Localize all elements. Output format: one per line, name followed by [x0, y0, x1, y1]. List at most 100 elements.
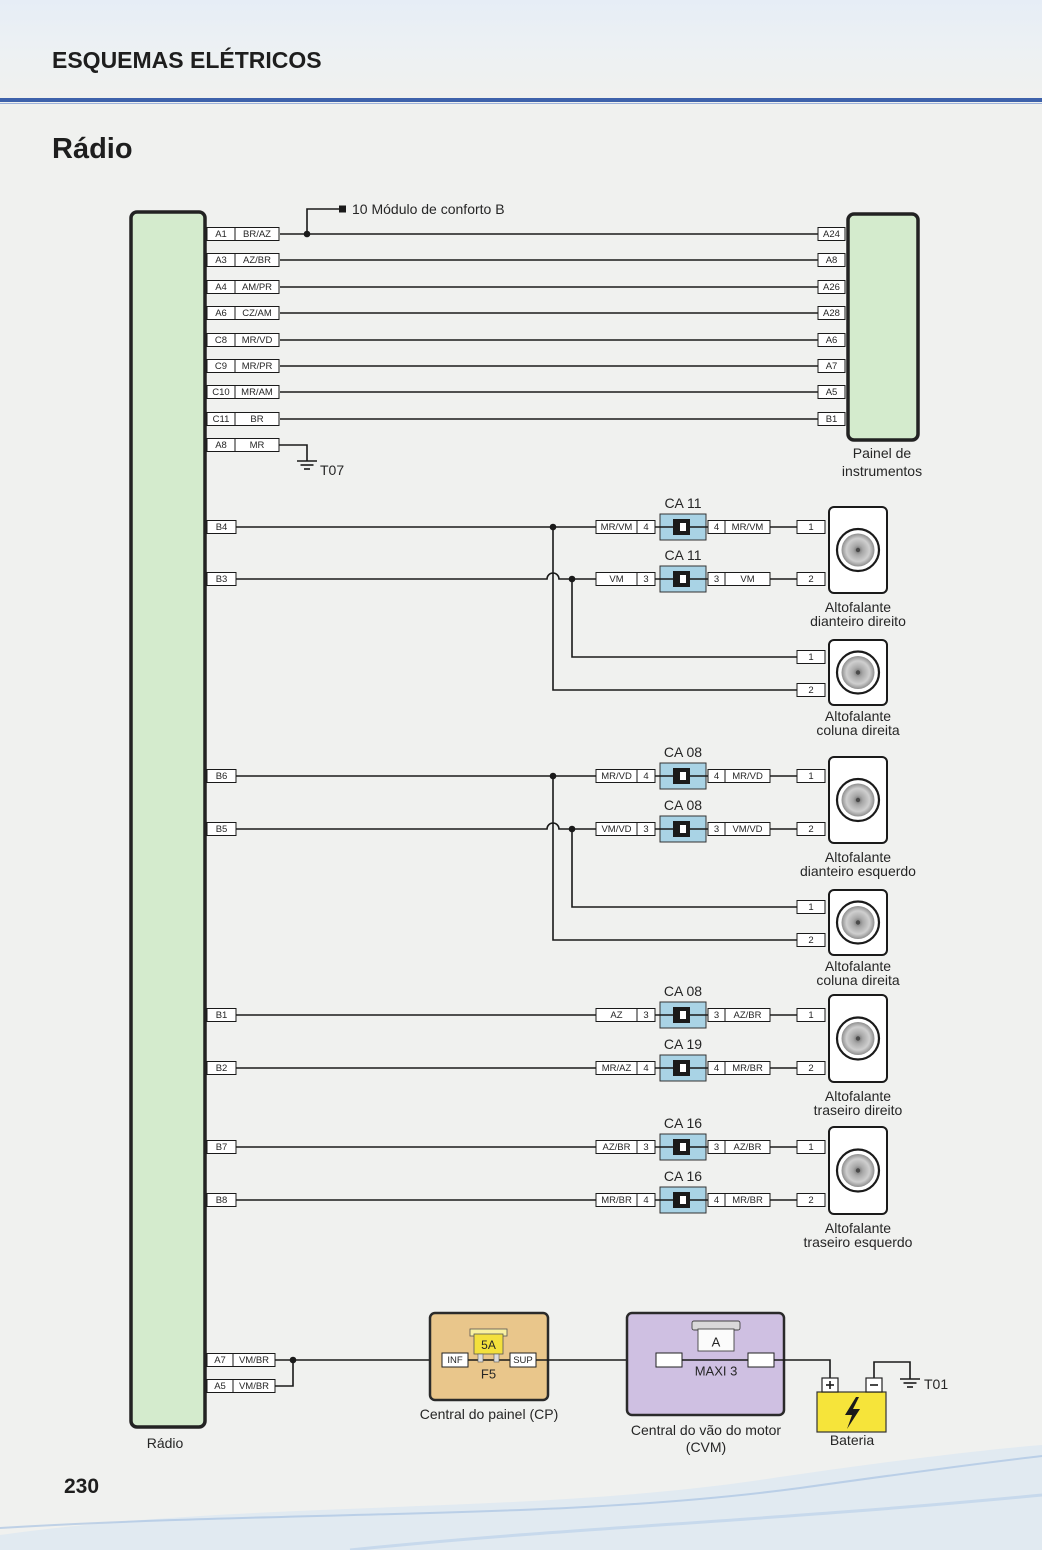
speaker-icon [828, 639, 888, 706]
terminal-number-box [636, 1140, 656, 1154]
speaker-pin-label: 1 [808, 522, 813, 533]
wire-color-label: VM/BR [239, 1381, 269, 1392]
panel-pin-label-box [817, 359, 846, 373]
radio-pin-label: B6 [216, 771, 228, 782]
connector-label: CA 08 [664, 797, 702, 813]
terminal-inf-box [441, 1352, 469, 1368]
wire [275, 1360, 294, 1387]
connector-label: CA 08 [664, 744, 702, 760]
radio-pin-label: A6 [215, 308, 227, 319]
wire-color-label-box [724, 769, 771, 783]
speaker-label-line1: Altofalante [825, 708, 891, 724]
speaker-center [855, 1036, 861, 1041]
branch-wire [552, 776, 797, 941]
terminal-number-box [636, 769, 656, 783]
wire-color-label: VM/BR [239, 1355, 269, 1366]
speaker-label-line2: coluna direita [816, 972, 899, 988]
wire-color-label: AZ [610, 1010, 622, 1021]
speaker-label-line1: Altofalante [825, 958, 891, 974]
terminal-number: 3 [714, 1142, 719, 1153]
connector-pin-slot [680, 1064, 686, 1072]
panel-pin-label: A6 [826, 335, 838, 346]
connector-label: CA 16 [664, 1168, 702, 1184]
speaker-icon [828, 994, 888, 1083]
wire-color-label: BR/AZ [243, 229, 271, 240]
radio-pin-label: B4 [216, 522, 228, 533]
speaker-label-line1: Altofalante [825, 849, 891, 865]
junction-dot [568, 825, 576, 833]
wire-color-label: AZ/BR [734, 1142, 762, 1153]
page-number: 230 [64, 1475, 100, 1498]
wire-color-label: MR/AZ [602, 1063, 632, 1074]
wire-color-label: VM/VD [601, 824, 631, 835]
wire-color-label: MR/PR [242, 361, 273, 372]
radio-pin-label: A3 [215, 255, 227, 266]
terminal-number-box [636, 1193, 656, 1207]
wire-to-ground [279, 444, 308, 461]
wire-color-label-box [234, 280, 280, 294]
connector-pin-slot [680, 575, 686, 583]
radio-pin-label: B2 [216, 1063, 228, 1074]
ground-label: T01 [924, 1376, 948, 1392]
wire-color-label: MR/BR [732, 1063, 763, 1074]
terminal-number: 4 [643, 1063, 648, 1074]
connector-pin-slot [680, 523, 686, 531]
connector-pin-slot [680, 772, 686, 780]
speaker-center [855, 797, 861, 803]
connector-pin-slot [680, 1196, 686, 1204]
wire-color-label-box [724, 1140, 771, 1154]
terminal-number: 4 [714, 1063, 719, 1074]
radio-pin-label: A4 [215, 282, 227, 293]
speaker-pin-label-box [796, 769, 826, 783]
fuse-leg [493, 1353, 500, 1363]
radio-pin-label: A1 [215, 229, 227, 240]
wire-color-label: MR/VM [732, 522, 764, 533]
radio-pin-label: B3 [216, 574, 228, 585]
wire-color-label: AZ/BR [603, 1142, 631, 1153]
wire-color-label: VM/VD [732, 824, 762, 835]
speaker-label-line2: traseiro direito [814, 1102, 903, 1118]
radio-pin-label: B7 [216, 1142, 228, 1153]
central-vao-motor-label-line2: (CVM) [686, 1439, 726, 1455]
wire-color-label-box [234, 333, 280, 347]
radio-pin-label: C9 [215, 361, 227, 372]
speaker-pin-label: 2 [808, 574, 813, 585]
terminal-number-box [636, 822, 656, 836]
instrument-panel-module [846, 212, 920, 442]
wire [236, 822, 596, 830]
ground-icon [297, 460, 317, 470]
speaker-pin-label-box [796, 1140, 826, 1154]
maxi-fuse-id: MAXI 3 [695, 1364, 738, 1379]
page-title: Rádio [52, 133, 133, 165]
cvm-terminal-out [747, 1352, 775, 1368]
wire [873, 1361, 911, 1379]
panel-pin-label: A28 [823, 308, 840, 319]
terminal-number-box [636, 520, 656, 534]
wire-color-label-box [234, 227, 280, 241]
wire-color-label-box [724, 572, 771, 586]
terminal-number: 3 [714, 1010, 719, 1021]
radio-pin-label: C8 [215, 335, 227, 346]
wire-to-comfort-module [306, 208, 340, 234]
central-do-painel-box [428, 1311, 550, 1402]
speaker-pin-label: 2 [808, 1195, 813, 1206]
wire-color-label-box [724, 520, 771, 534]
wire-color-label: AZ/BR [243, 255, 271, 266]
comfort-module-terminal [339, 205, 346, 213]
decorative-wave [0, 1445, 1042, 1550]
terminal-number-box [636, 1008, 656, 1022]
comfort-module-label: 10 Módulo de conforto B [352, 201, 505, 217]
panel-pin-label-box [817, 333, 846, 347]
panel-pin-label: A5 [826, 387, 838, 398]
wire-color-label-box [234, 359, 280, 373]
page-header-background [0, 0, 1042, 98]
terminal-number: 3 [643, 1010, 648, 1021]
wire-color-label: VM [609, 574, 623, 585]
decorative-wave-line [349, 1493, 1042, 1550]
wire-color-label-box [232, 1353, 276, 1367]
wire-color-label-box [724, 1008, 771, 1022]
speaker-pin-label-box [796, 520, 826, 534]
